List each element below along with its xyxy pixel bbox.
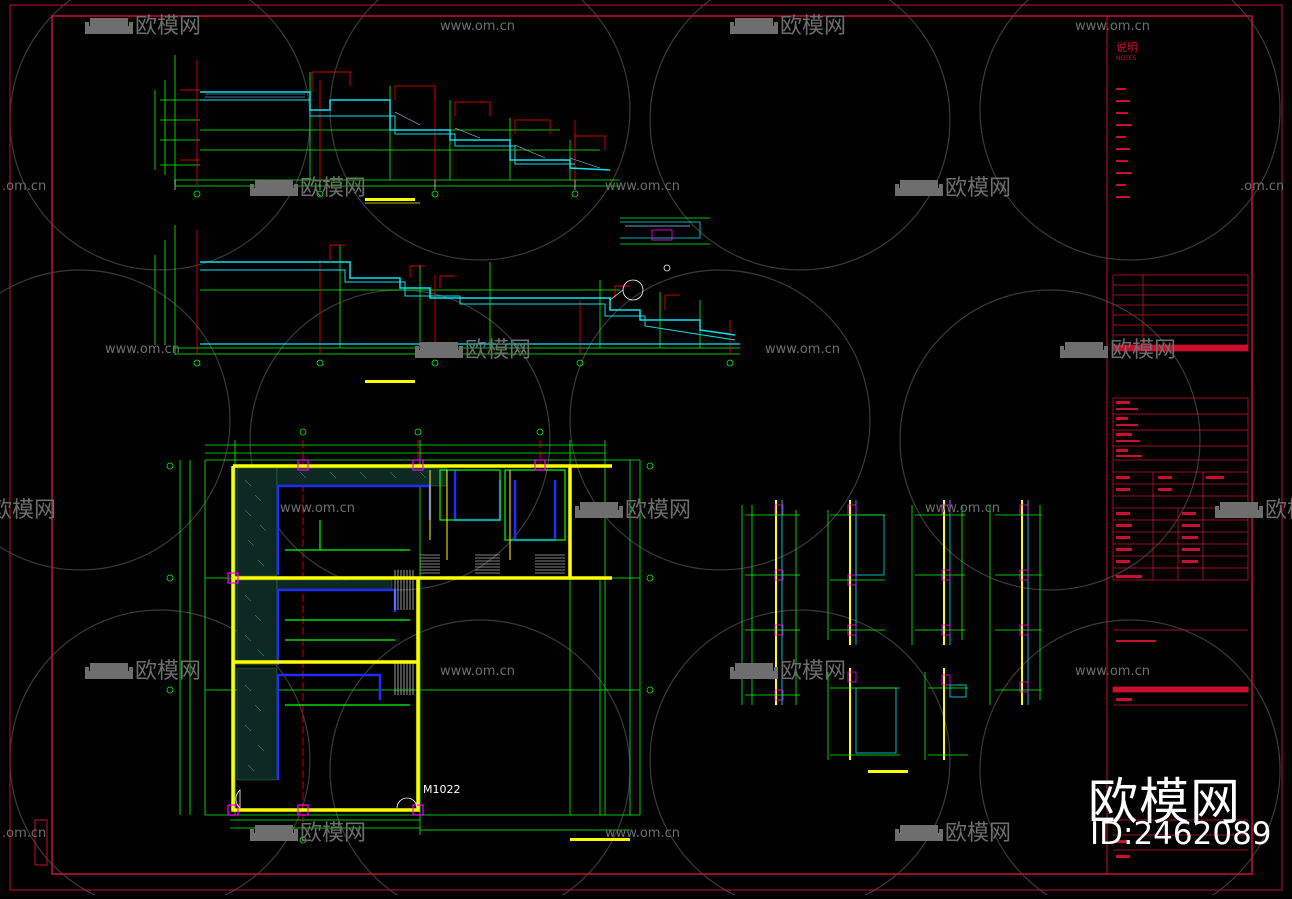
svg-text:www.om.cn: www.om.cn	[280, 501, 355, 516]
svg-text:.om.cn: .om.cn	[1240, 179, 1284, 194]
svg-text:.om.cn: .om.cn	[2, 826, 46, 841]
title-block-labels	[1116, 88, 1224, 858]
svg-text:www.om.cn: www.om.cn	[605, 179, 680, 194]
svg-text:欧模网: 欧模网	[625, 498, 691, 523]
stairs	[394, 554, 565, 695]
plan-walls	[231, 464, 612, 812]
planter-hatch	[236, 467, 448, 781]
plan-columns	[227, 459, 546, 816]
big-watermark-brand: 欧模网	[1088, 773, 1241, 831]
svg-text:欧模网: 欧模网	[780, 14, 846, 39]
big-watermark-id: ID:2462089	[1090, 816, 1272, 852]
svg-text:www.om.cn: www.om.cn	[440, 664, 515, 679]
svg-text:www.om.cn: www.om.cn	[925, 501, 1000, 516]
svg-text:欧模网: 欧模网	[300, 821, 366, 846]
svg-text:www.om.cn: www.om.cn	[765, 342, 840, 357]
svg-text:欧模网: 欧模网	[945, 176, 1011, 201]
notes-title: 说明	[1116, 40, 1138, 54]
plan-doors	[235, 789, 418, 809]
svg-text:欧模网: 欧模网	[135, 14, 201, 39]
door-label: M1022	[423, 783, 461, 796]
floor-plan	[166, 428, 654, 844]
svg-text:www.om.cn: www.om.cn	[440, 19, 515, 34]
notes-subtitle: NOTES	[1116, 55, 1137, 62]
sheet-frame	[9, 4, 1283, 891]
svg-text:www.om.cn: www.om.cn	[1075, 19, 1150, 34]
wall-details	[741, 500, 1042, 773]
watermarks: 欧模网 www.om.cn 欧模网 www.om.cn .om.cn 欧模网 w…	[0, 14, 1292, 846]
svg-text:欧模网: 欧模网	[945, 821, 1011, 846]
svg-text:欧模网: 欧模网	[780, 659, 846, 684]
svg-text:欧模网: 欧模网	[1265, 498, 1292, 523]
svg-text:欧模网: 欧模网	[300, 176, 366, 201]
svg-text:www.om.cn: www.om.cn	[1075, 664, 1150, 679]
svg-text:.om.cn: .om.cn	[2, 179, 46, 194]
svg-text:欧模网: 欧模网	[135, 659, 201, 684]
svg-text:www.om.cn: www.om.cn	[105, 342, 180, 357]
title-block	[1112, 274, 1249, 851]
section-drawing-1	[154, 55, 620, 204]
svg-text:欧模网: 欧模网	[465, 338, 531, 363]
svg-text:欧模网: 欧模网	[1110, 338, 1176, 363]
svg-text:www.om.cn: www.om.cn	[605, 826, 680, 841]
watermark-sofa-icon	[85, 18, 1263, 841]
svg-text:欧模网: 欧模网	[0, 498, 56, 523]
